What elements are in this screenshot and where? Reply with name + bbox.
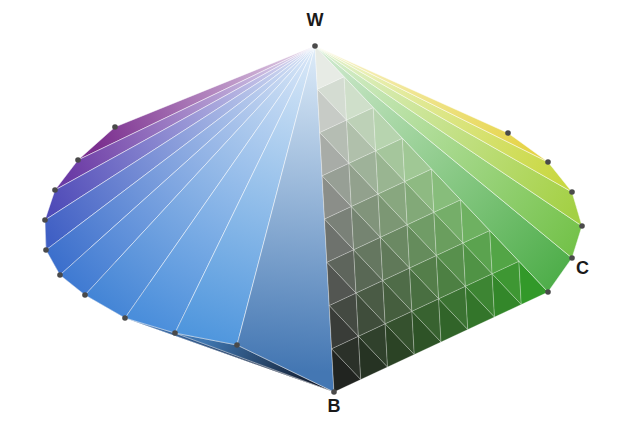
rim-dot	[43, 247, 49, 253]
upper-cone-facet	[315, 46, 548, 162]
rim-dot	[579, 223, 585, 229]
vertex-label: C	[576, 258, 589, 278]
rim-dot	[112, 124, 118, 130]
rim-dot	[82, 292, 88, 298]
rim-dot	[122, 315, 128, 321]
upper-cone-facet	[315, 46, 582, 226]
rim-dot	[172, 330, 178, 336]
rim-dot	[57, 272, 63, 278]
rim-dot	[331, 389, 337, 395]
vertex-label: W	[307, 10, 324, 30]
rim-dot	[569, 189, 575, 195]
upper-cone-facet	[315, 46, 572, 192]
upper-cone-facet	[315, 46, 582, 258]
upper-cone-facet	[315, 46, 572, 292]
rim-dot	[75, 157, 81, 163]
rim-dot	[312, 43, 318, 49]
rim-dot	[569, 255, 575, 261]
vertex-label: B	[328, 396, 341, 416]
rim-dot	[545, 289, 551, 295]
rim-dot	[505, 130, 511, 136]
rim-dot	[42, 217, 48, 223]
rim-dot	[234, 342, 240, 348]
rim-dot	[52, 187, 58, 193]
rim-dot	[545, 159, 551, 165]
